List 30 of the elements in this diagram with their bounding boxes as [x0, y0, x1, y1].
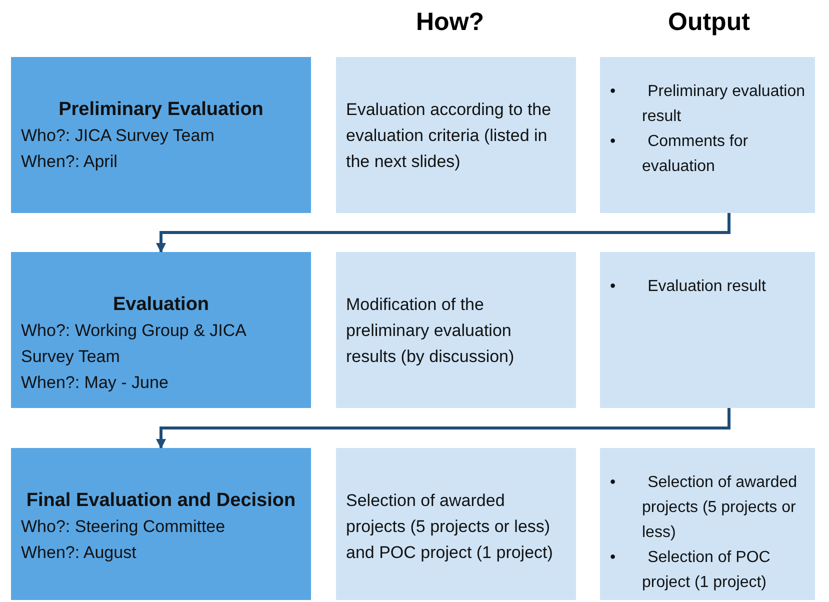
phase-title: Preliminary Evaluation [58, 98, 264, 122]
output-box [600, 252, 815, 408]
connector-arrow [156, 408, 730, 449]
phase-detail: Who?: Working Group & JICA Survey Team [21, 320, 248, 368]
method-text: Modification of the preliminary evaluation results (by discussion) [346, 294, 516, 368]
bullet-item: • Comments for evaluation [610, 132, 750, 177]
output-box [600, 448, 815, 600]
phase-box [11, 448, 311, 600]
bullet-item: • Selection of POC project (1 project) [610, 548, 772, 593]
method-text: Evaluation according to the evaluation criteria (listed in the next slides) [346, 99, 552, 173]
connector-arrow [156, 213, 730, 253]
method-text: Selection of awarded projects (5 projects or less) and POC project (1 project) [346, 490, 554, 564]
phase-detail: Who?: JICA Survey Team [21, 125, 216, 147]
phase-title: Final Evaluation and Decision [25, 489, 297, 513]
bullet-item: • Selection of awarded projects (5 projects or less) [610, 473, 798, 543]
phase-box [11, 57, 311, 213]
method-box [336, 252, 576, 408]
phase-box [11, 252, 311, 408]
phase-detail: When?: May - June [21, 372, 170, 394]
phase-detail: When?: April [21, 151, 118, 173]
method-box [336, 448, 576, 600]
method-box [336, 57, 576, 213]
phase-detail: Who?: Steering Committee [21, 516, 226, 538]
phase-detail: When?: August [21, 542, 138, 564]
column-header: Output [668, 8, 750, 37]
phase-title: Evaluation [112, 293, 210, 317]
output-box [600, 57, 815, 213]
column-header: How? [416, 8, 484, 37]
bullet-item: • Preliminary evaluation result [610, 82, 806, 127]
bullet-item: • Evaluation result [610, 277, 767, 297]
